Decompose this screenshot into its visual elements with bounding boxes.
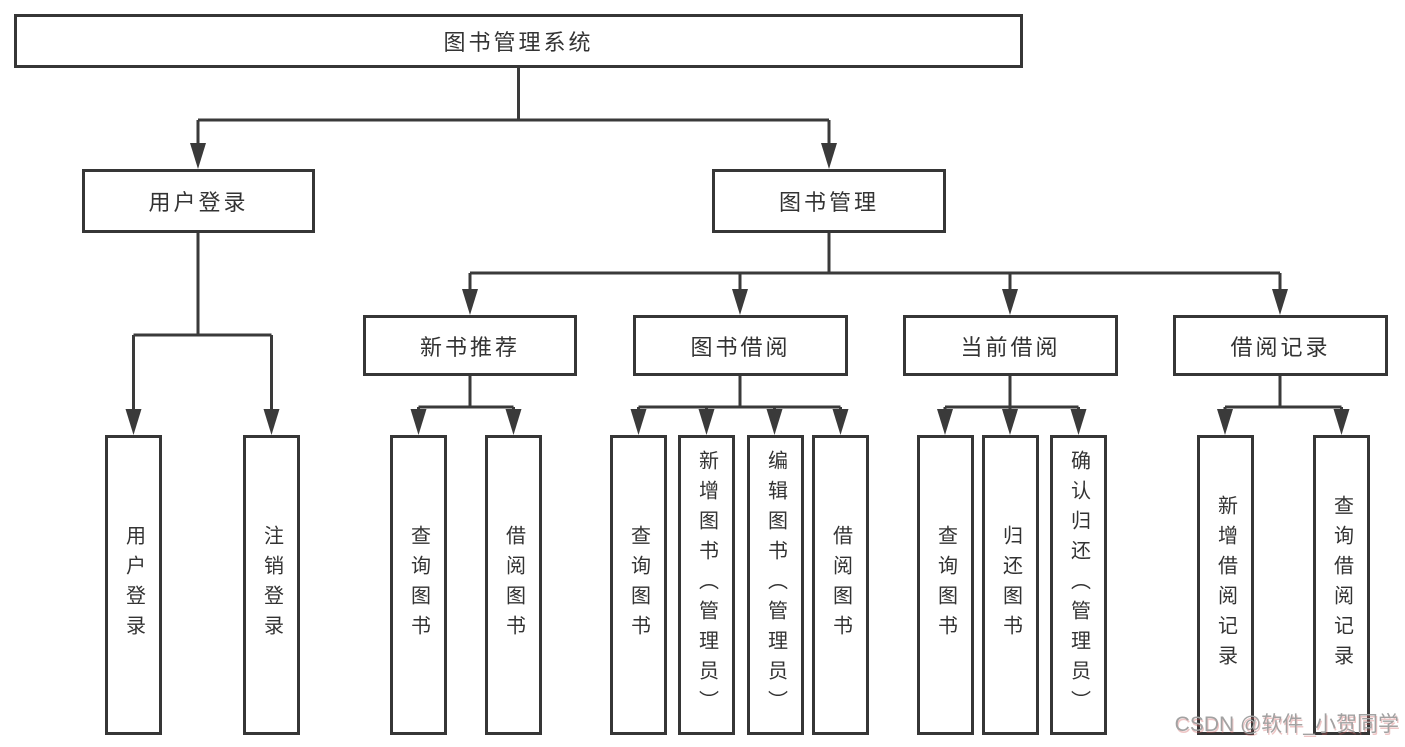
leaf-label: 新增借阅记录	[1214, 495, 1237, 675]
leaf-add-books-admin: 新增图书（管理员）	[678, 435, 735, 735]
leaf-add-borrow-record: 新增借阅记录	[1197, 435, 1254, 735]
node-new-book-recommend: 新书推荐	[363, 315, 577, 376]
node-label: 图书借阅	[690, 334, 791, 360]
node-book-borrow: 图书借阅	[633, 315, 848, 376]
leaf-label: 注销登录	[260, 525, 283, 645]
leaf-label: 查询图书	[627, 525, 650, 645]
leaf-label: 归还图书	[999, 525, 1022, 645]
leaf-label: 编辑图书（管理员）	[764, 450, 787, 720]
node-label: 用户登录	[148, 190, 249, 215]
leaf-return-books: 归还图书	[982, 435, 1039, 735]
leaf-query-borrow-record: 查询借阅记录	[1313, 435, 1370, 735]
node-user-login: 用户登录	[82, 169, 315, 233]
csdn-watermark: CSDN @软件_小贺同学	[1174, 713, 1399, 736]
leaf-label: 查询借阅记录	[1330, 495, 1353, 675]
leaf-query-books-current: 查询图书	[917, 435, 974, 735]
leaf-label: 用户登录	[122, 525, 145, 645]
leaf-borrow-books: 借阅图书	[812, 435, 869, 735]
leaf-logout: 注销登录	[243, 435, 300, 735]
leaf-query-books-borrow: 查询图书	[610, 435, 667, 735]
leaf-label: 确认归还（管理员）	[1067, 450, 1090, 720]
node-label: 新书推荐	[419, 334, 520, 360]
leaf-label: 查询图书	[934, 525, 957, 645]
node-book-management: 图书管理	[712, 169, 946, 233]
leaf-edit-books-admin: 编辑图书（管理员）	[747, 435, 804, 735]
leaf-borrow-books-recommend: 借阅图书	[485, 435, 542, 735]
leaf-label: 借阅图书	[829, 525, 852, 645]
leaf-user-login: 用户登录	[105, 435, 162, 735]
arrowheads	[125, 143, 1350, 435]
leaf-label: 新增图书（管理员）	[695, 450, 718, 720]
node-label: 借阅记录	[1230, 334, 1331, 360]
leaf-confirm-return-admin: 确认归还（管理员）	[1050, 435, 1107, 735]
node-label: 图书管理	[778, 190, 879, 215]
node-current-borrow: 当前借阅	[903, 315, 1118, 376]
node-root-system: 图书管理系统	[14, 14, 1023, 68]
node-label: 当前借阅	[960, 334, 1061, 360]
node-label: 图书管理系统	[443, 30, 594, 55]
leaf-label: 借阅图书	[502, 525, 525, 645]
leaf-label: 查询图书	[407, 525, 430, 645]
node-borrow-records: 借阅记录	[1173, 315, 1388, 376]
leaf-query-books-recommend: 查询图书	[390, 435, 447, 735]
